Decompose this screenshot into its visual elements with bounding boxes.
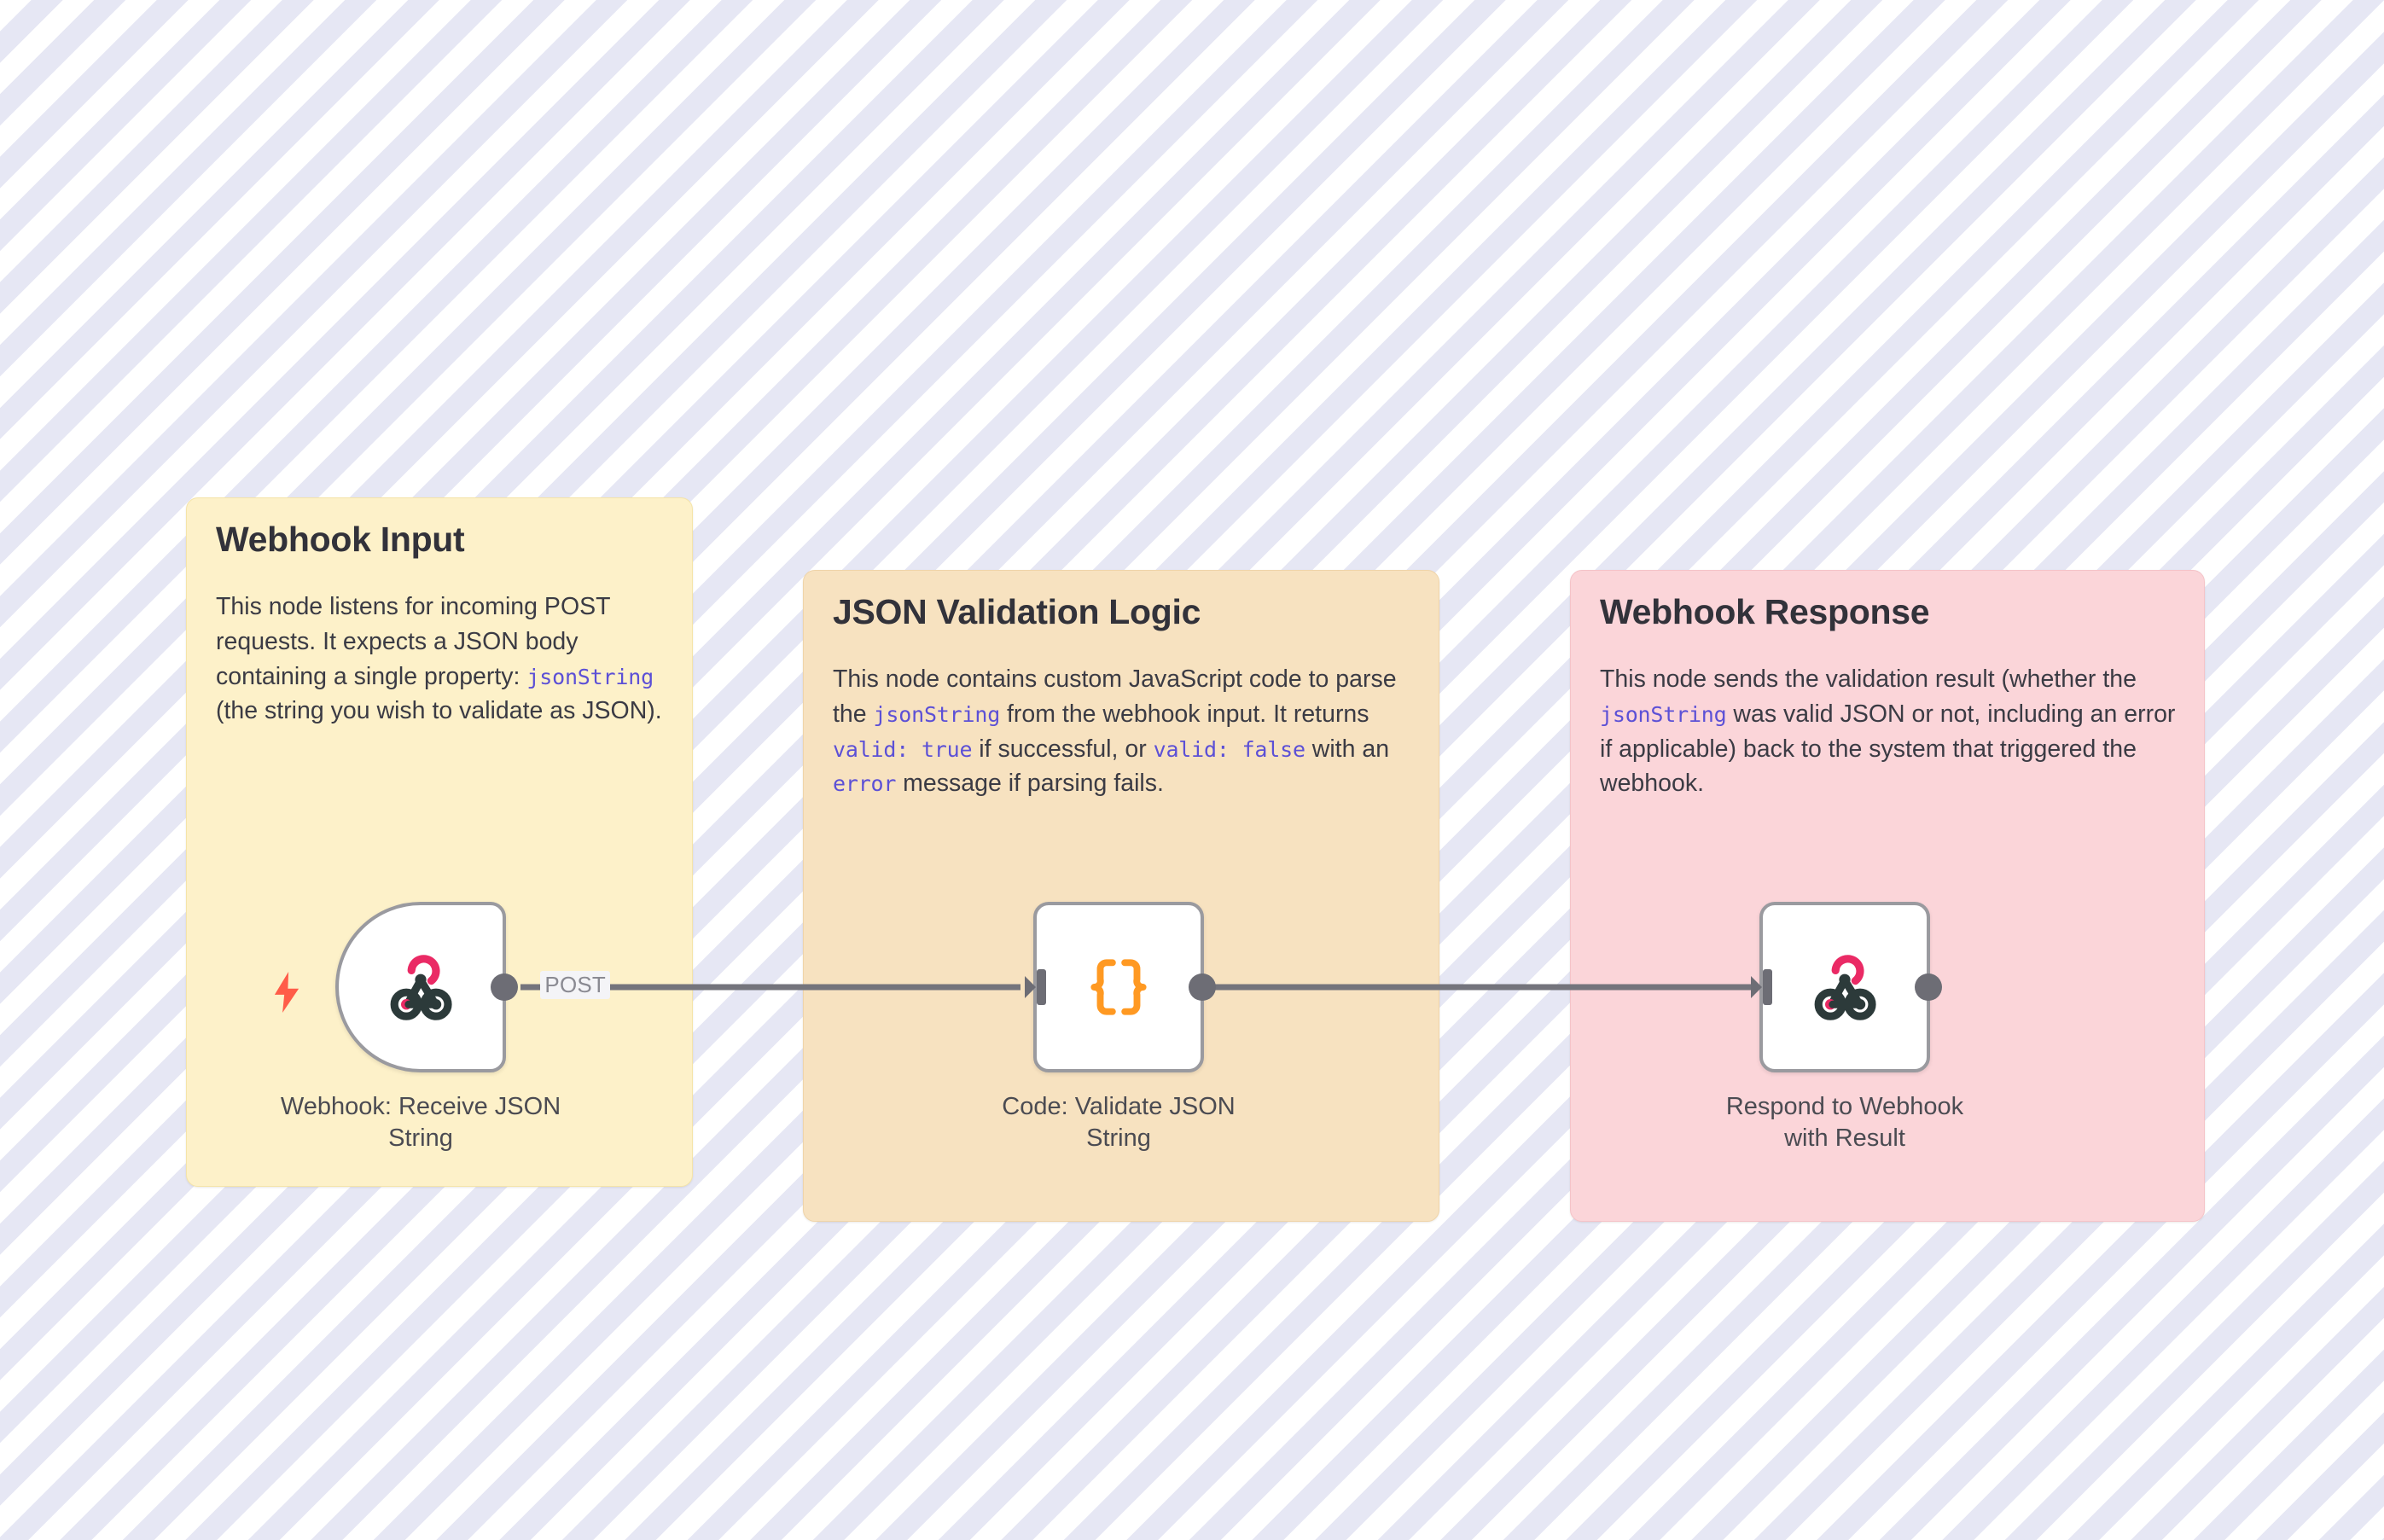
body-text: (the string you wish to validate as JSON… <box>216 697 662 725</box>
input-port-code-validate[interactable] <box>1025 968 1047 1007</box>
panel-body-json-validation-logic: This node contains custom JavaScript cod… <box>833 662 1413 801</box>
body-text: This node listens for incoming POST requ… <box>216 593 611 690</box>
input-port-respond-webhook[interactable] <box>1751 968 1773 1007</box>
code-token-error: error <box>833 771 897 797</box>
node-caption-respond-webhook: Respond to Webhook with Result <box>1725 1093 1964 1153</box>
connection-label-post: POST <box>540 971 610 999</box>
node-box-webhook-receive[interactable]: POST <box>274 902 610 1072</box>
code-token-valid-false: valid: false <box>1153 736 1305 762</box>
node-respond-webhook[interactable]: Respond to Webhook with Result <box>1726 902 1986 1154</box>
node-caption-webhook-receive: Webhook: Receive JSON String <box>280 1093 561 1153</box>
sticky-note-json-validation-logic[interactable]: JSON Validation Logic This node contains… <box>803 570 1439 1222</box>
webhook-icon <box>1814 955 1876 1020</box>
node-box-respond-webhook[interactable] <box>1751 902 1942 1072</box>
body-text: with an <box>1305 735 1390 763</box>
output-port-respond-webhook[interactable] <box>1915 973 1942 1001</box>
output-port-webhook-receive[interactable] <box>491 973 518 1001</box>
node-code-validate[interactable]: Code: Validate JSON String <box>1002 902 1259 1154</box>
body-text: message if parsing fails. <box>896 770 1164 798</box>
body-text: was valid JSON or not, including an erro… <box>1600 700 2176 798</box>
code-braces-icon <box>1090 959 1147 1015</box>
code-token-jsonstring: jsonString <box>526 664 654 689</box>
webhook-icon <box>390 955 452 1020</box>
code-token-jsonstring: jsonString <box>873 701 1001 727</box>
panel-title-webhook-response: Webhook Response <box>1600 592 1930 631</box>
sticky-note-webhook-response[interactable]: Webhook Response This node sends the val… <box>1570 570 2205 1222</box>
body-text: if successful, or <box>972 735 1154 763</box>
code-token-jsonstring: jsonString <box>1600 701 1727 727</box>
panel-title-webhook-input: Webhook Input <box>216 520 465 559</box>
node-webhook-receive[interactable]: POST Webhook: Receive JSON String <box>274 902 610 1154</box>
code-token-valid-true: valid: true <box>833 736 973 762</box>
body-text: from the webhook input. It returns <box>1000 700 1369 728</box>
body-text: This node contains custom JavaScript cod… <box>833 665 1397 728</box>
panel-title-json-validation-logic: JSON Validation Logic <box>833 592 1201 631</box>
node-box-code-validate[interactable] <box>1025 902 1216 1072</box>
lightning-bolt-icon <box>274 972 299 1013</box>
output-port-code-validate[interactable] <box>1189 973 1216 1001</box>
body-text: This node sends the validation result (w… <box>1600 665 2137 694</box>
panel-body-webhook-response: This node sends the validation result (w… <box>1600 662 2178 801</box>
panel-body-webhook-input: This node listens for incoming POST requ… <box>216 590 666 729</box>
node-caption-code-validate: Code: Validate JSON String <box>1002 1093 1236 1153</box>
